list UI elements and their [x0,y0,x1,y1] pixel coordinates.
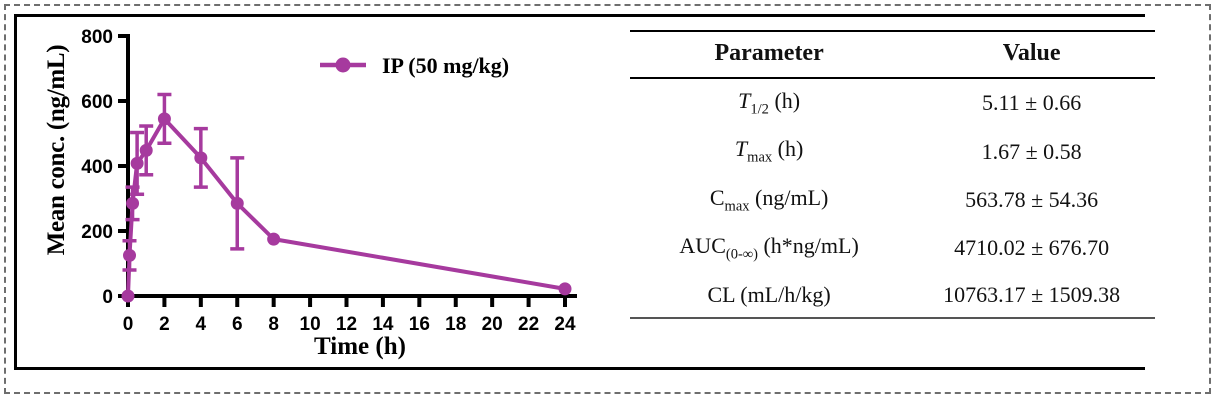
x-axis-tick-label: 2 [159,314,170,335]
y-axis-tick-label: 200 [81,222,113,243]
x-axis-tick-label: 0 [123,314,134,335]
table-header-value: Value [1002,40,1061,66]
data-point-marker [121,289,135,303]
table-row: T1/2 (h) 5.11 ± 0.66 [630,78,1155,127]
x-axis-tick-label: 4 [196,314,207,335]
figure-solid-border-right-top [1105,14,1145,17]
x-axis-tick-label: 14 [372,314,394,335]
data-point-marker [130,156,144,170]
x-axis-tick-label: 22 [518,314,539,335]
table-row: CL (mL/h/kg) 10763.17 ± 1509.38 [630,273,1155,318]
data-point-marker [157,112,171,126]
series-line [126,116,567,298]
y-axis-tick-label: 400 [81,157,113,178]
y-axis-tick-label: 0 [102,287,113,308]
table-row: Cmax (ng/mL) 563.78 ± 54.36 [630,176,1155,224]
x-axis-tick-label: 16 [409,314,430,335]
table-cell-value: 4710.02 ± 676.70 [954,235,1110,261]
data-point-marker [123,248,137,262]
data-point-marker [194,151,208,165]
x-axis-tick-label: 18 [445,314,466,335]
legend-marker-swatch [335,57,351,73]
data-point-marker [139,143,153,157]
x-axis-tick-label: 10 [300,314,321,335]
table-cell-parameter: CL (mL/h/kg) [707,281,831,307]
x-axis-tick-label: 8 [268,314,279,335]
table-cell-parameter: Cmax (ng/mL) [709,184,829,215]
x-axis-tick-label: 12 [336,314,357,335]
table-cell-value: 1.67 ± 0.58 [981,138,1082,164]
x-axis-tick-label: 24 [554,314,576,335]
figure-solid-border-right-bottom [1105,367,1145,370]
y-axis-tick-label: 600 [81,92,113,113]
table-cell-value: 563.78 ± 54.36 [965,186,1099,212]
x-axis-tick-label: 20 [482,314,503,335]
table-header-row: Parameter Value [630,31,1155,78]
table-cell-parameter: Tmax (h) [734,136,804,166]
table-row: Tmax (h) 1.67 ± 0.58 [630,127,1155,175]
data-point-marker [558,282,572,296]
table-cell-parameter: T1/2 (h) [738,88,801,118]
x-axis-tick-label: 6 [232,314,243,335]
table-cell-parameter: AUC(0-∞) (h*ng/mL) [679,233,859,263]
legend-label: IP (50 mg/kg) [382,53,509,78]
table-cell-value: 5.11 ± 0.66 [981,90,1082,116]
table-header-parameter: Parameter [714,40,824,66]
data-point-marker [126,196,140,210]
table-row: AUC(0-∞) (h*ng/mL) 4710.02 ± 676.70 [630,224,1155,272]
x-axis-title: Time (h) [314,333,406,360]
table-cell-value: 10763.17 ± 1509.38 [943,281,1121,307]
table-head: Parameter Value [630,31,1155,78]
data-point-marker [230,196,244,210]
data-point-marker [267,232,281,246]
y-axis-tick-label: 800 [81,27,113,48]
